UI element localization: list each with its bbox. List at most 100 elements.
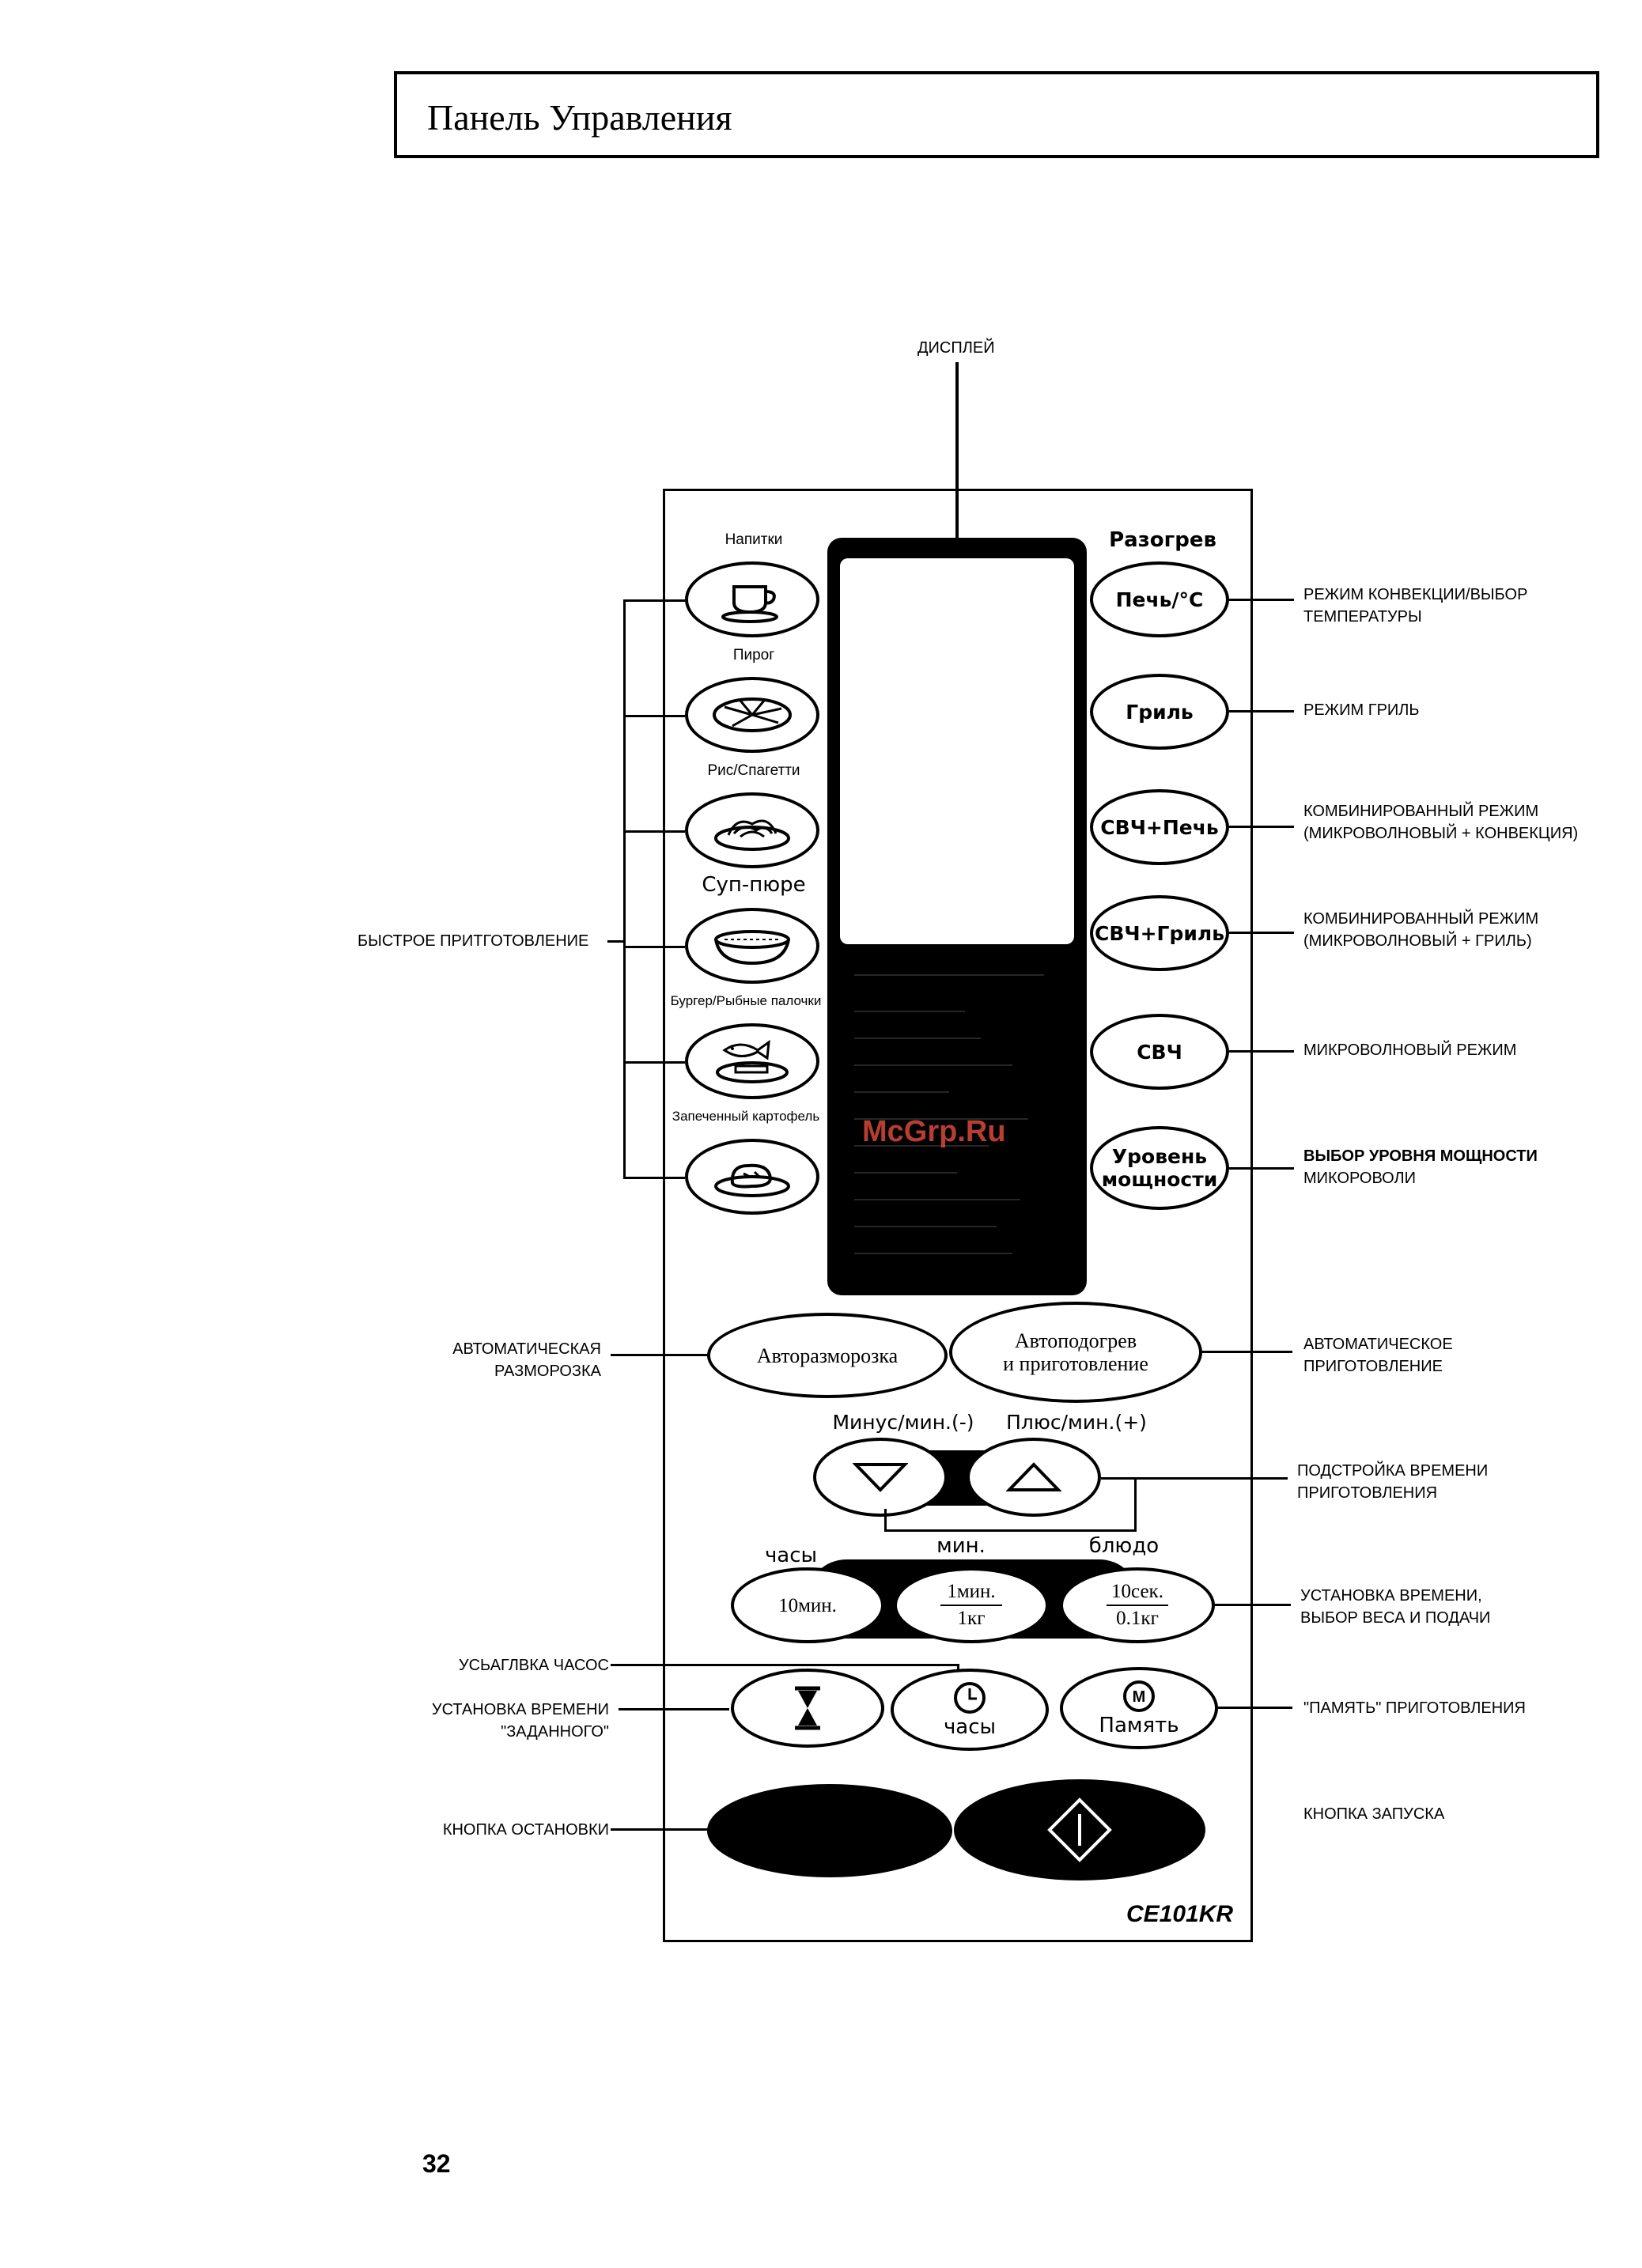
pie-button[interactable] xyxy=(685,677,819,753)
auto-cook-label-right-2: ПРИГОТОВЛЕНИЕ xyxy=(1303,1358,1443,1375)
screen-text-line xyxy=(854,1091,949,1093)
adjust-bracket xyxy=(1134,1477,1137,1532)
bracket-tick xyxy=(623,946,685,948)
grill-label: Гриль xyxy=(1126,700,1194,724)
clock-button[interactable]: часы xyxy=(891,1669,1049,1751)
one-min-fraction: 1мин.1кг xyxy=(940,1580,1002,1631)
time-set-label-1: УСТАНОВКА ВРЕМЕНИ, xyxy=(1300,1587,1482,1605)
svg-text:M: M xyxy=(1133,1688,1146,1706)
fish-icon xyxy=(716,1039,789,1083)
clock-button-label: часы xyxy=(943,1715,997,1739)
oven-temp-button[interactable]: Печь/°C xyxy=(1090,561,1229,637)
adjust-bracket xyxy=(884,1509,887,1531)
start-button[interactable] xyxy=(954,1779,1205,1881)
power-desc-1: ВЫБОР УРОВНЯ МОЩНОСТИ xyxy=(1303,1147,1538,1165)
micro-oven-label: СВЧ+Печь xyxy=(1100,815,1219,839)
adjust-label-1: ПОДСТРОЙКА ВРЕМЕНИ xyxy=(1297,1462,1489,1480)
watermark: McGrp.Ru xyxy=(862,1115,1006,1148)
memory-button-content: M Память xyxy=(1099,1679,1179,1737)
bracket-tick xyxy=(623,599,685,602)
microwave-button[interactable]: СВЧ xyxy=(1090,1014,1229,1090)
screen-text-line xyxy=(854,974,1044,976)
soup-caption: Суп-пюре xyxy=(702,873,806,897)
timer-label-1: УСТАНОВКА ВРЕМЕНИ xyxy=(431,1701,609,1718)
ten-sec-button[interactable]: 10сек.0.1кг xyxy=(1060,1567,1215,1643)
bracket-tick xyxy=(623,715,685,717)
display-window xyxy=(840,558,1074,944)
grill-button[interactable]: Гриль xyxy=(1090,674,1229,750)
page-number: 32 xyxy=(422,2149,451,2178)
microwave-label: СВЧ xyxy=(1137,1040,1182,1064)
memory-button[interactable]: M Память xyxy=(1060,1667,1218,1749)
time-set-label-2: ВЫБОР ВЕСА И ПОДАЧИ xyxy=(1300,1609,1491,1627)
bracket-tick xyxy=(623,1061,685,1064)
auto-defrost-label-1: АВТОМАТИЧЕСКАЯ xyxy=(452,1340,601,1358)
pie-icon xyxy=(713,697,792,732)
combo-grill-desc-1: КОМБИНИРОВАННЫЙ РЕЖИМ xyxy=(1303,910,1539,928)
rice-spaghetti-button[interactable] xyxy=(685,792,819,868)
power-desc-2: МИКОРОВОЛИ xyxy=(1303,1170,1416,1187)
ten-sec-fraction: 10сек.0.1кг xyxy=(1107,1580,1168,1631)
soup-button[interactable] xyxy=(685,908,819,984)
convection-desc-1: РЕЖИМ КОНВЕКЦИИ/ВЫБОР xyxy=(1303,586,1528,603)
adjust-label-2: ПРИГОТОВЛЕНИЯ xyxy=(1297,1484,1438,1502)
screen-text-line xyxy=(854,1226,997,1227)
soup-bowl-icon xyxy=(714,930,790,966)
quick-cook-connector xyxy=(607,940,625,943)
spaghetti-icon xyxy=(714,819,790,851)
clock-icon xyxy=(954,1682,986,1714)
plus-button[interactable] xyxy=(967,1438,1101,1517)
reheat-caption: Разогрев xyxy=(1109,528,1216,552)
drinks-button[interactable] xyxy=(685,561,819,637)
callout-line xyxy=(1229,932,1294,934)
stop-button[interactable] xyxy=(707,1784,952,1877)
timer-button[interactable] xyxy=(731,1669,884,1748)
grill-desc: РЕЖИМ ГРИЛЬ xyxy=(1303,701,1420,719)
timer-label-2: "ЗАДАННОГО" xyxy=(501,1723,609,1741)
fraction-bar xyxy=(1107,1605,1168,1606)
callout-line xyxy=(1229,599,1294,601)
clock-button-content: часы xyxy=(944,1680,996,1739)
display-pointer xyxy=(955,362,959,588)
bracket-tick xyxy=(623,1177,685,1179)
baked-potato-button[interactable] xyxy=(685,1139,819,1215)
callout-line xyxy=(1229,1167,1294,1170)
auto-defrost-label-2: РАЗМОРОЗКА xyxy=(494,1363,601,1380)
auto-cook-label-2: и приготовление xyxy=(1003,1352,1148,1375)
power-level-label-2: мощности xyxy=(1101,1168,1218,1191)
callout-line xyxy=(1229,826,1294,828)
page-title: Панель Управления xyxy=(427,97,732,138)
auto-defrost-button[interactable]: Авторазморозка xyxy=(707,1313,948,1398)
minus-button[interactable] xyxy=(813,1438,948,1517)
micro-grill-button[interactable]: СВЧ+Гриль xyxy=(1090,895,1229,971)
display-label: ДИСПЛЕЙ xyxy=(917,339,995,357)
convection-desc-2: ТЕМПЕРАТУРЫ xyxy=(1303,608,1422,626)
callout-line xyxy=(1229,1050,1294,1053)
auto-defrost-button-label: Авторазморозка xyxy=(756,1344,899,1367)
one-min-button[interactable]: 1мин.1кг xyxy=(894,1567,1049,1643)
power-level-label-1: Уровень xyxy=(1111,1145,1208,1168)
callout-line xyxy=(619,1708,729,1710)
screen-text-line xyxy=(854,1011,965,1012)
dish-caption: блюдо xyxy=(1088,1534,1160,1558)
start-label: КНОПКА ЗАПУСКА xyxy=(1303,1805,1445,1823)
screen-text-line xyxy=(854,1038,981,1039)
up-triangle-icon xyxy=(1006,1462,1061,1491)
screen-text-line xyxy=(854,1145,989,1147)
callout-line xyxy=(1101,1477,1288,1480)
screen-text-line xyxy=(854,1253,1012,1254)
screen-text-line xyxy=(854,1172,957,1174)
start-diamond-icon xyxy=(1047,1797,1112,1862)
potato-caption: Запеченный картофель xyxy=(672,1109,820,1124)
rice-caption: Рис/Спагетти xyxy=(707,762,800,779)
ten-min-button[interactable]: 10мин. xyxy=(731,1567,884,1643)
micro-oven-button[interactable]: СВЧ+Печь xyxy=(1090,789,1229,865)
burger-fish-button[interactable] xyxy=(685,1023,819,1099)
microwave-desc: МИКРОВОЛНОВЫЙ РЕЖИМ xyxy=(1303,1041,1517,1059)
model-number: CE101KR xyxy=(1126,1901,1234,1927)
callout-line xyxy=(611,1664,959,1666)
combo-convection-desc-1: КОМБИНИРОВАННЫЙ РЕЖИМ xyxy=(1303,803,1539,820)
